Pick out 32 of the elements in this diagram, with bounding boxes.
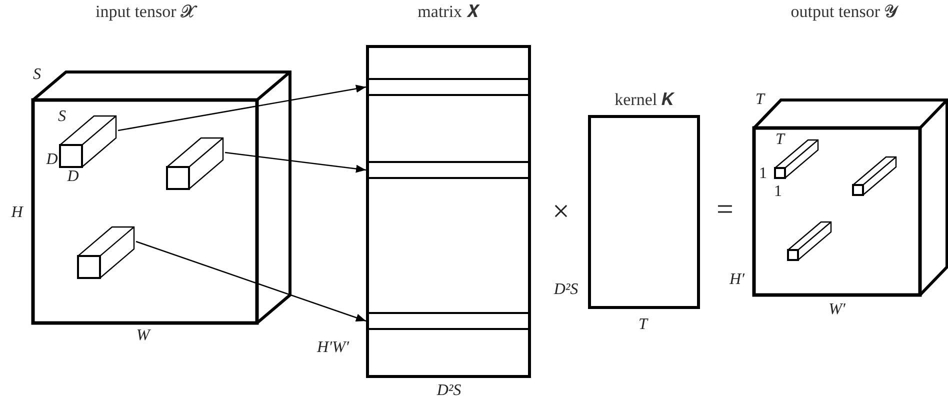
- tensor-title: output tensor 𝓨: [790, 2, 900, 22]
- dimension-label: T: [776, 131, 784, 149]
- dimension-label: T: [638, 316, 648, 334]
- prism-drawing: [851, 155, 898, 197]
- arrow: [224, 152, 366, 173]
- dimension-label: 1: [774, 183, 782, 201]
- operator-sign: ×: [552, 195, 570, 229]
- arrow: [118, 84, 366, 132]
- dimension-label: H: [11, 204, 23, 222]
- matrix-row: [366, 312, 531, 330]
- operator-sign: =: [716, 193, 734, 227]
- tensor-title: input tensor 𝓧: [0, 2, 290, 22]
- dimension-label: T: [756, 91, 764, 109]
- prism-drawing: [165, 136, 225, 191]
- dimension-label: D: [67, 168, 79, 186]
- matrix-title: matrix 𝑿: [416, 2, 481, 22]
- prism-drawing: [786, 220, 833, 262]
- matrix-title: kernel 𝑲: [614, 90, 676, 110]
- matrix-row: [366, 78, 531, 96]
- prism-drawing: [76, 225, 136, 280]
- dimension-label: S: [33, 66, 41, 84]
- arrow: [136, 240, 366, 322]
- dimension-label: W: [136, 327, 150, 345]
- dimension-label: D²S: [554, 281, 578, 299]
- dimension-label: D: [46, 151, 58, 169]
- dimension-label: H′: [729, 271, 745, 289]
- dimension-label: S: [58, 108, 66, 126]
- dimension-label: W′: [828, 301, 846, 319]
- dimension-label: H′W′: [317, 339, 349, 357]
- dimension-label: 1: [759, 165, 767, 183]
- matrix-row: [366, 161, 531, 179]
- dimension-label: D²S: [436, 382, 462, 400]
